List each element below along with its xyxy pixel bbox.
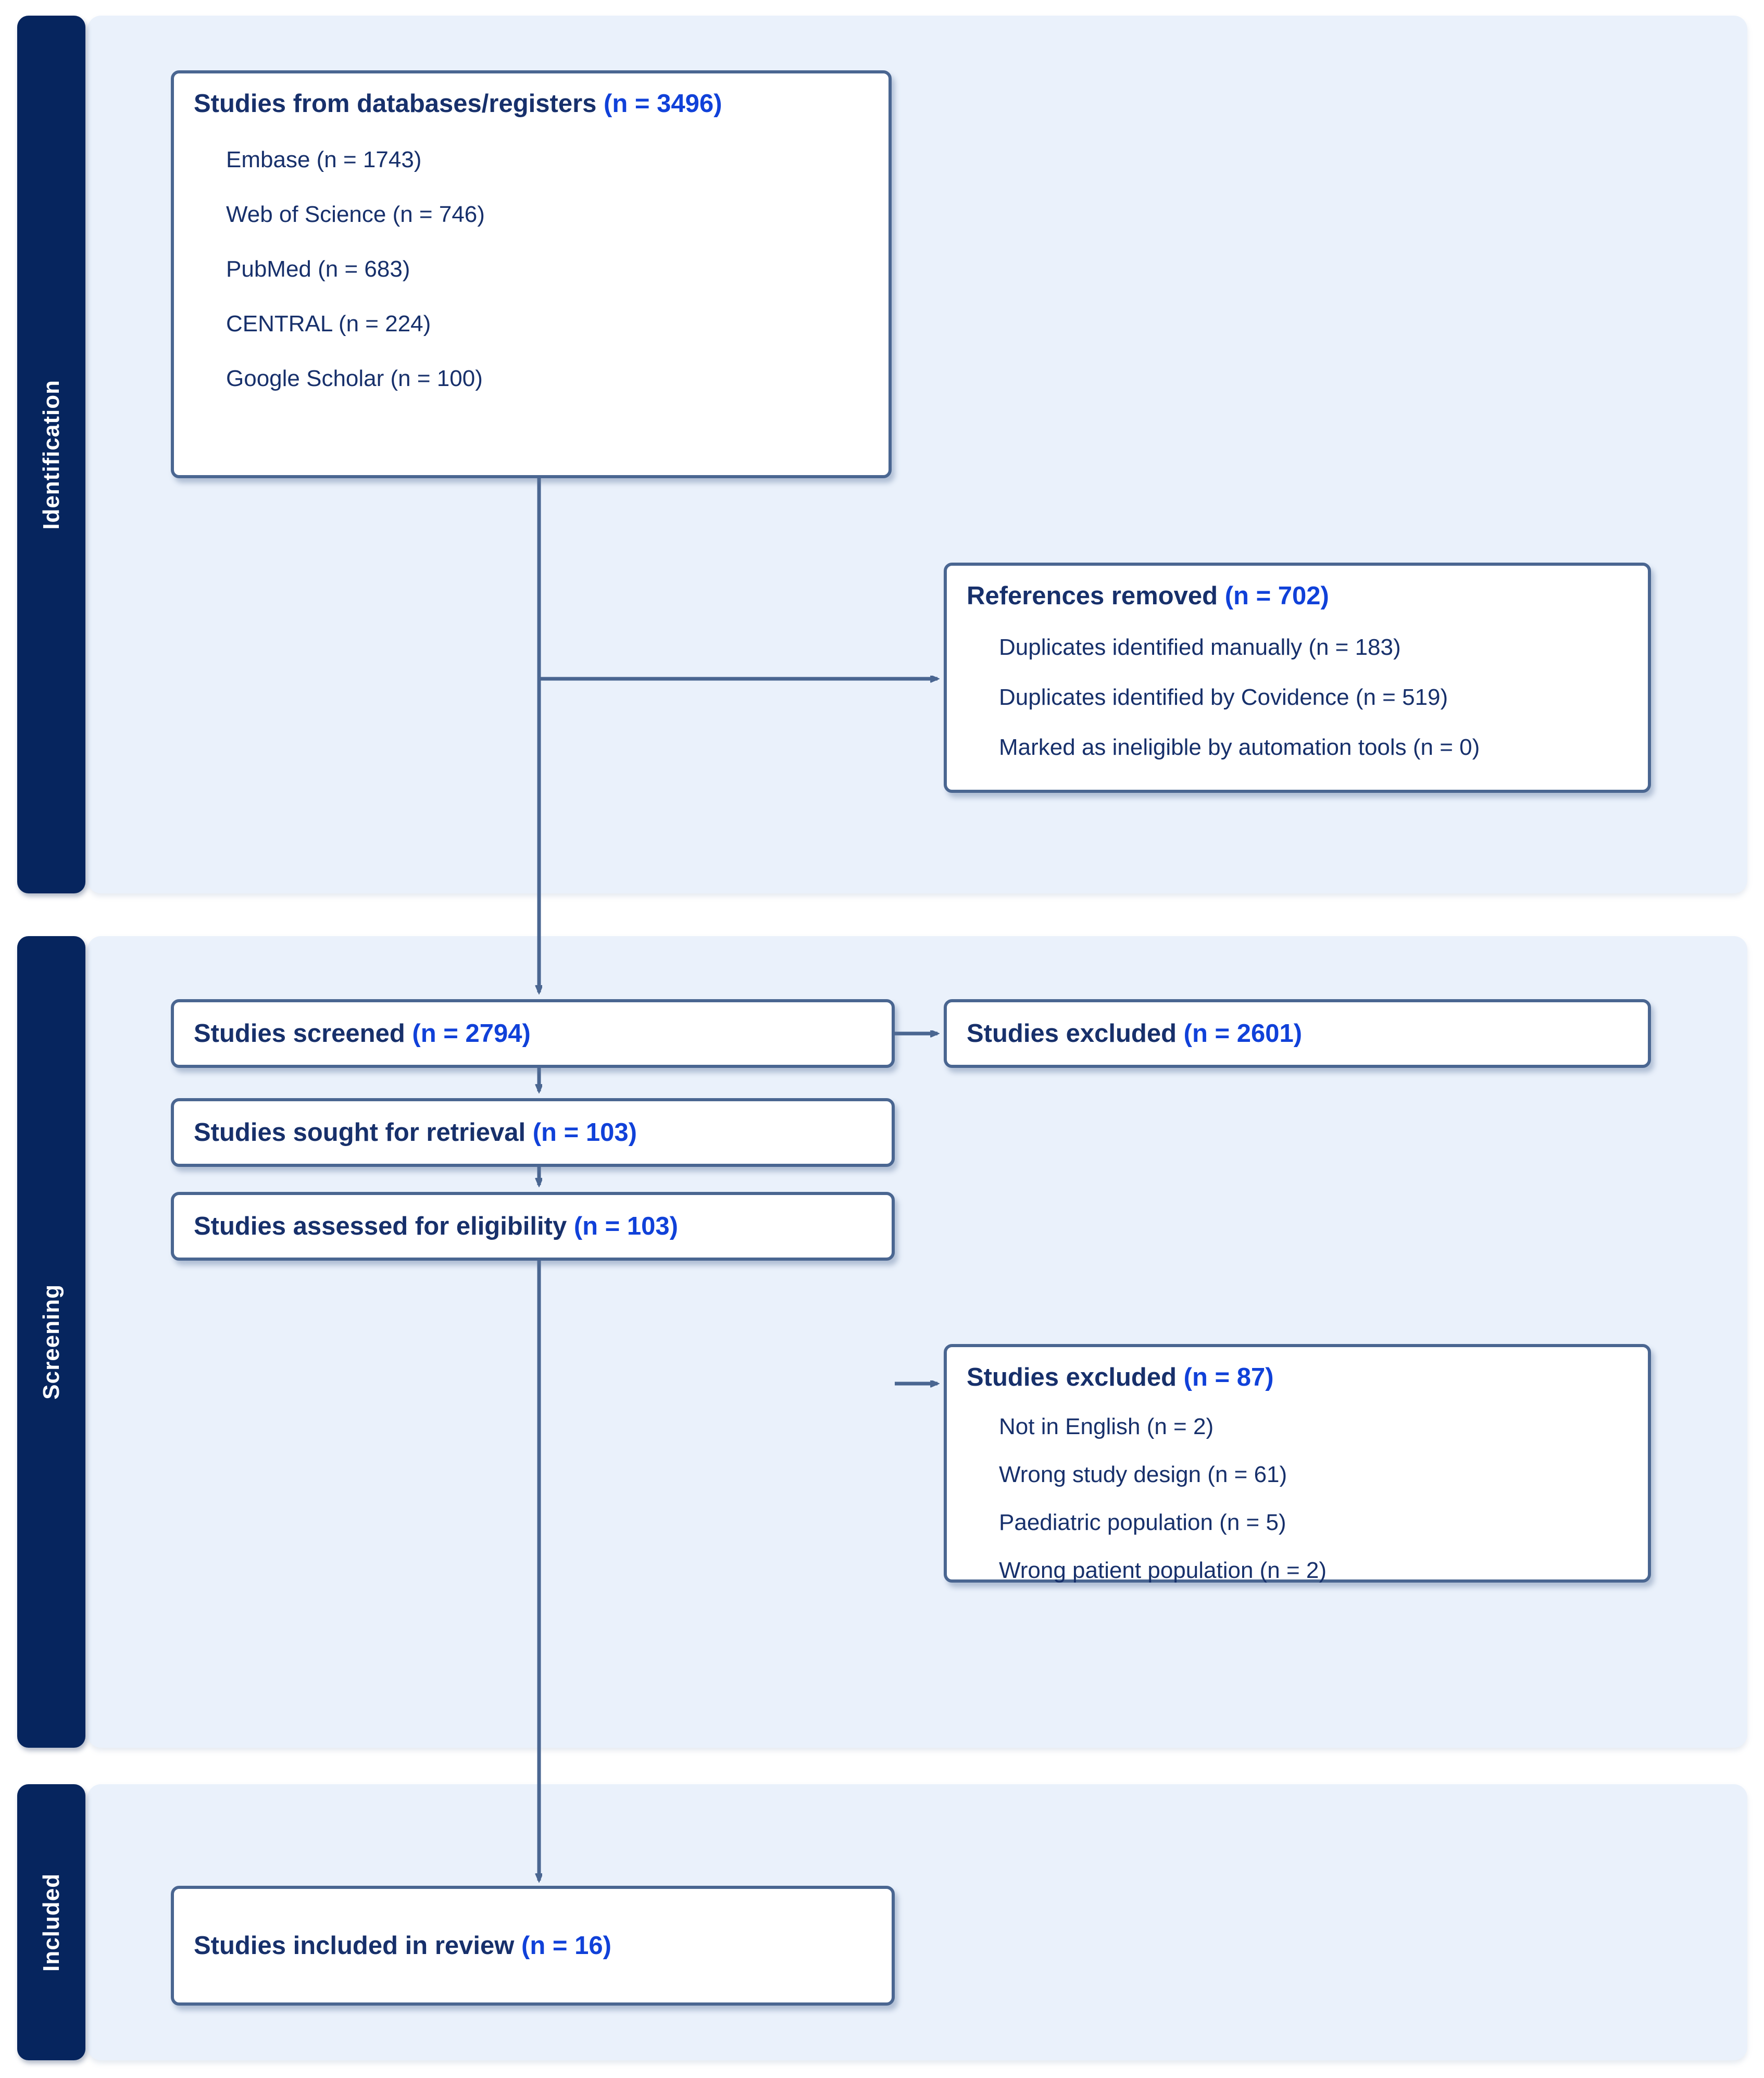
- count-assessed-eligibility: (n = 103): [573, 1212, 678, 1240]
- box-title-sought-retrieval: Studies sought for retrieval (n = 103): [194, 1118, 637, 1147]
- box-title-excluded-screening: Studies excluded (n = 2601): [967, 1019, 1303, 1048]
- stage-label-included: Included: [38, 1873, 64, 1972]
- sublist-databases: Embase (n = 1743) Web of Science (n = 74…: [194, 147, 869, 392]
- list-item: Wrong study design (n = 61): [999, 1462, 1287, 1488]
- stage-tab-included: Included: [17, 1784, 85, 2060]
- band-screening: [87, 936, 1747, 1748]
- list-item: Duplicates identified manually (n = 183): [999, 634, 1401, 661]
- box-studies-from-databases[interactable]: Studies from databases/registers (n = 34…: [171, 70, 892, 478]
- box-references-removed[interactable]: References removed (n = 702) Duplicates …: [944, 563, 1651, 793]
- list-item: Duplicates identified by Covidence (n = …: [999, 685, 1448, 711]
- box-title-included-review: Studies included in review (n = 16): [194, 1931, 611, 1960]
- box-title-excluded-eligibility: Studies excluded (n = 87): [967, 1363, 1274, 1391]
- list-item: Not in English (n = 2): [999, 1414, 1214, 1440]
- count-sought-retrieval: (n = 103): [532, 1118, 637, 1147]
- count-included-review: (n = 16): [521, 1931, 611, 1960]
- count-excluded-screening: (n = 2601): [1183, 1019, 1303, 1048]
- box-studies-excluded-screening[interactable]: Studies excluded (n = 2601): [944, 999, 1651, 1068]
- count-databases: (n = 3496): [604, 90, 722, 118]
- count-excluded-eligibility: (n = 87): [1183, 1363, 1274, 1391]
- list-item: Embase (n = 1743): [226, 147, 422, 173]
- stage-tab-identification: Identification: [17, 16, 85, 893]
- box-studies-assessed-for-eligibility[interactable]: Studies assessed for eligibility (n = 10…: [171, 1192, 895, 1261]
- list-item: Marked as ineligible by automation tools…: [999, 735, 1480, 761]
- box-studies-sought-for-retrieval[interactable]: Studies sought for retrieval (n = 103): [171, 1098, 895, 1167]
- list-item: Google Scholar (n = 100): [226, 366, 483, 392]
- list-item: Web of Science (n = 746): [226, 202, 485, 228]
- sublist-references-removed: Duplicates identified manually (n = 183)…: [967, 634, 1628, 761]
- stage-label-screening: Screening: [38, 1284, 64, 1400]
- box-title-screened: Studies screened (n = 2794): [194, 1019, 531, 1048]
- count-screened: (n = 2794): [412, 1019, 531, 1048]
- stage-label-identification: Identification: [38, 379, 64, 530]
- box-title-references-removed: References removed (n = 702): [967, 582, 1329, 610]
- box-studies-excluded-eligibility[interactable]: Studies excluded (n = 87) Not in English…: [944, 1344, 1651, 1583]
- stage-tab-screening: Screening: [17, 936, 85, 1748]
- count-references-removed: (n = 702): [1224, 582, 1329, 610]
- list-item: CENTRAL (n = 224): [226, 311, 431, 337]
- sublist-excluded-eligibility: Not in English (n = 2) Wrong study desig…: [967, 1414, 1628, 1584]
- box-title-assessed-eligibility: Studies assessed for eligibility (n = 10…: [194, 1212, 678, 1240]
- box-studies-included-in-review[interactable]: Studies included in review (n = 16): [171, 1886, 895, 2006]
- list-item: PubMed (n = 683): [226, 256, 410, 282]
- list-item: Paediatric population (n = 5): [999, 1510, 1286, 1536]
- box-title-databases: Studies from databases/registers (n = 34…: [194, 90, 722, 118]
- box-studies-screened[interactable]: Studies screened (n = 2794): [171, 999, 895, 1068]
- list-item: Wrong patient population (n = 2): [999, 1558, 1327, 1584]
